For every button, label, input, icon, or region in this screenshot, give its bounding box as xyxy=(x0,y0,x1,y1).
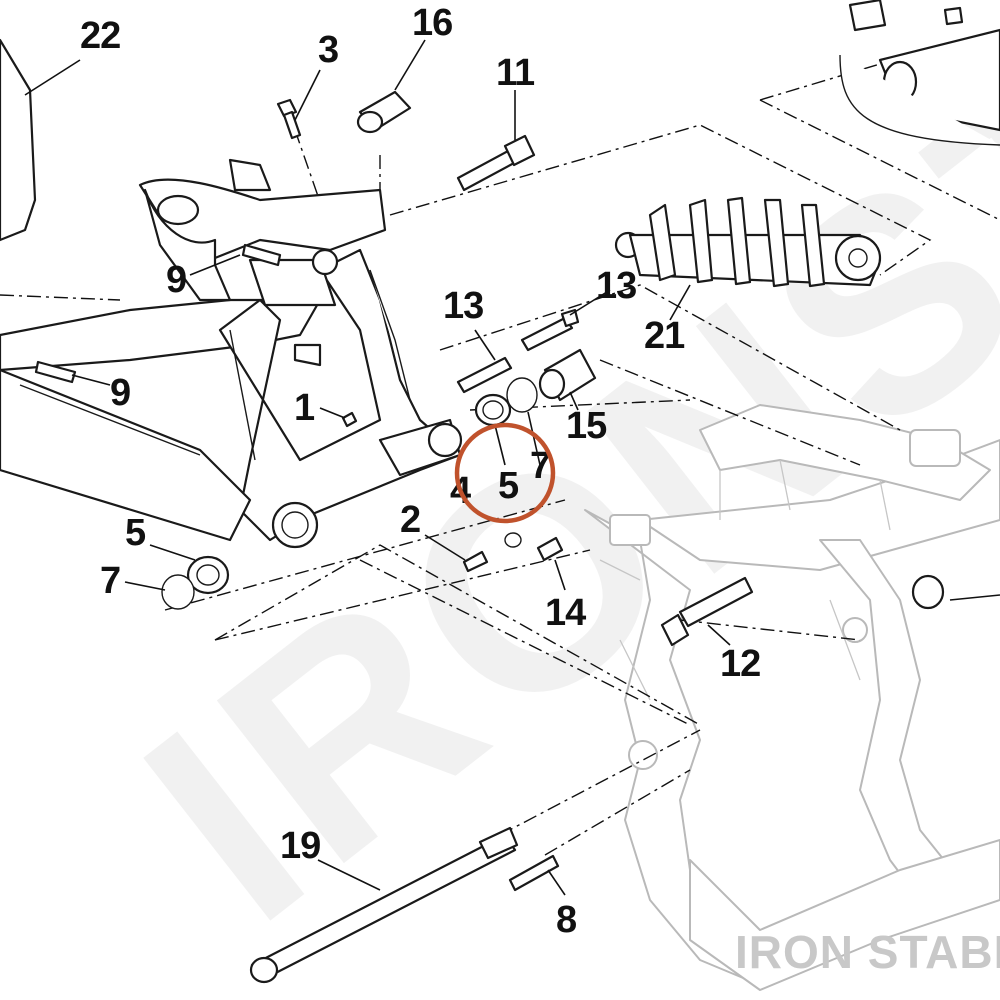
callout-2: 2 xyxy=(400,499,420,541)
callout-5-lower: 5 xyxy=(125,512,146,554)
callout-7-upper: 7 xyxy=(530,445,550,487)
highlight-circle xyxy=(454,422,556,524)
part-22-fender xyxy=(0,38,37,242)
part-21-shock xyxy=(614,196,882,288)
callout-3: 3 xyxy=(318,29,338,71)
leader-lines xyxy=(24,39,1000,896)
callout-9-upper: 9 xyxy=(166,259,186,301)
callout-11: 11 xyxy=(496,52,535,94)
callout-14: 14 xyxy=(545,592,586,634)
part-13-bolts xyxy=(456,308,580,394)
part-19-axle xyxy=(249,826,519,984)
callout-13-left: 13 xyxy=(443,285,483,327)
callout-13-right: 13 xyxy=(596,265,636,307)
callout-7-lower: 7 xyxy=(100,560,120,602)
part-8-bolt xyxy=(508,854,560,892)
callout-12: 12 xyxy=(720,643,760,685)
part-9-bolts xyxy=(34,243,282,384)
part-nut xyxy=(911,574,945,610)
ghost-frame xyxy=(584,404,1000,991)
part-3-bolt xyxy=(276,98,302,140)
callout-16: 16 xyxy=(412,2,452,44)
part-12-bolt xyxy=(660,576,754,647)
part-16-bushing xyxy=(356,90,412,134)
swingarm xyxy=(0,158,463,549)
callout-1: 1 xyxy=(294,387,315,429)
part-11-bolt xyxy=(456,134,536,192)
callout-19: 19 xyxy=(280,825,320,867)
callout-21: 21 xyxy=(644,315,685,357)
brand-label: IRON STABLE xyxy=(735,926,1000,978)
callout-9-lower: 9 xyxy=(110,372,130,414)
part-shock-upper xyxy=(839,0,1000,146)
part-5-bearing-lower xyxy=(161,555,230,610)
callout-22: 22 xyxy=(80,15,120,57)
callout-8: 8 xyxy=(556,899,576,941)
callout-5-highlight: 5 xyxy=(498,465,519,507)
callout-15: 15 xyxy=(566,405,607,447)
small-fasteners xyxy=(341,411,564,573)
part-15-spacer xyxy=(538,348,597,402)
